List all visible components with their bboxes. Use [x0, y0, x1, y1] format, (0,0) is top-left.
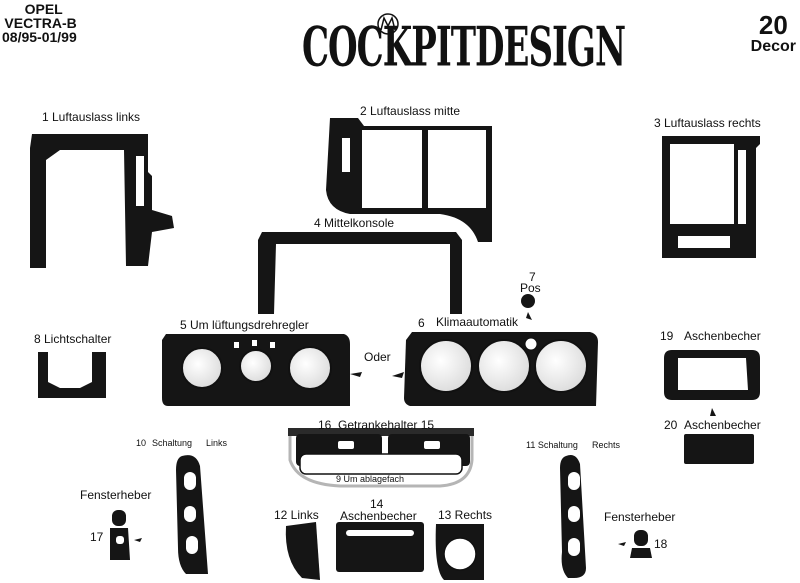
label-part-10: Schaltung: [152, 438, 193, 448]
label-oder: Oder: [364, 350, 391, 364]
label-part-19-number: 19: [660, 329, 674, 343]
label-part-8: 8 Lichtschalter: [34, 332, 112, 346]
kit-number: 20: [758, 10, 788, 40]
label-part-10-number: 10: [136, 438, 147, 448]
part-3-air-vent-right: [662, 136, 760, 258]
label-part-14-number: 14: [370, 497, 384, 511]
part-4-center-console: [258, 232, 462, 314]
label-part-18: 18: [654, 537, 668, 551]
part-11-shifter-right: [560, 455, 586, 578]
part-9-15-16-cupholder-tray: [288, 428, 474, 488]
label-part-19: Aschenbecher: [684, 329, 761, 343]
label-part-6: Klimaautomatik: [436, 315, 519, 329]
part-18-arrow-icon: [618, 542, 626, 546]
vehicle-brand: OPEL: [24, 1, 63, 17]
label-part-17: 17: [90, 530, 104, 544]
part-5-ventilation-knobs-panel: [162, 334, 350, 406]
label-part-11: 11 Schaltung: [526, 440, 578, 450]
label-part-13: 13 Rechts: [438, 508, 493, 522]
part-7-pos-dot: [521, 294, 535, 308]
part-17-arrow-icon: [134, 538, 142, 542]
label-part-20: Aschenbecher: [684, 418, 761, 432]
part-20-ashtray-plate: [684, 434, 754, 464]
label-part-1: 1 Luftauslass links: [42, 110, 141, 124]
label-part-2: 2 Luftauslass mitte: [360, 104, 461, 118]
label-part-14: Aschenbecher: [340, 509, 417, 523]
part-13-trim-right: [435, 524, 484, 580]
label-part-12: 12 Links: [274, 508, 319, 522]
cockpitdesign-logo: COCKPITDESIGN: [302, 16, 626, 80]
part-12-trim-left: [285, 522, 320, 580]
logo-text: COCKPITDESIGN: [302, 16, 626, 80]
part-19-ashtray-frame: [664, 350, 760, 400]
label-part-9: 9 Um ablagefach: [336, 474, 405, 484]
label-part-3: 3 Luftauslass rechts: [654, 116, 761, 130]
vehicle-years: 08/95-01/99: [2, 29, 77, 45]
part-8-light-switch: [38, 352, 106, 398]
kit-header: 20 Decor: [751, 12, 796, 56]
part-18-window-switch-right: [630, 530, 652, 558]
label-window-switch-right: Fensterheber: [604, 510, 676, 524]
part-17-window-switch-left: [110, 510, 130, 560]
part-10-shifter-left: [176, 455, 208, 574]
label-part-7-number: 7: [529, 270, 536, 284]
label-part-5: 5 Um lüftungsdrehregler: [180, 318, 309, 332]
label-part-10-side: Links: [206, 438, 228, 448]
vehicle-header: OPEL VECTRA-B 08/95-01/99: [2, 2, 77, 44]
label-part-16-15: Getrankehalter 15: [338, 418, 435, 432]
kit-finish: Decor: [750, 38, 796, 55]
label-window-switch-left: Fensterheber: [80, 488, 152, 502]
part-14-ashtray: [336, 522, 424, 572]
vehicle-model: VECTRA-B: [4, 15, 77, 31]
label-part-6-number: 6: [418, 316, 425, 330]
part-2-air-vent-center: [326, 118, 492, 242]
label-part-16-number: 16: [318, 418, 332, 432]
part-6-climate-control-panel: [404, 332, 598, 406]
label-part-4: 4 Mittelkonsole: [314, 216, 395, 230]
part-1-air-vent-left: [30, 134, 174, 268]
label-part-20-number: 20: [664, 418, 678, 432]
part-20-arrow-icon: [710, 408, 716, 416]
oder-arrow-left-icon: [350, 372, 362, 377]
part-7-arrow-icon: [526, 312, 532, 320]
logo-mark-icon: [377, 13, 399, 35]
label-part-7: Pos: [520, 281, 541, 295]
oder-arrow-right-icon: [392, 372, 404, 378]
label-part-11-side: Rechts: [592, 440, 621, 450]
